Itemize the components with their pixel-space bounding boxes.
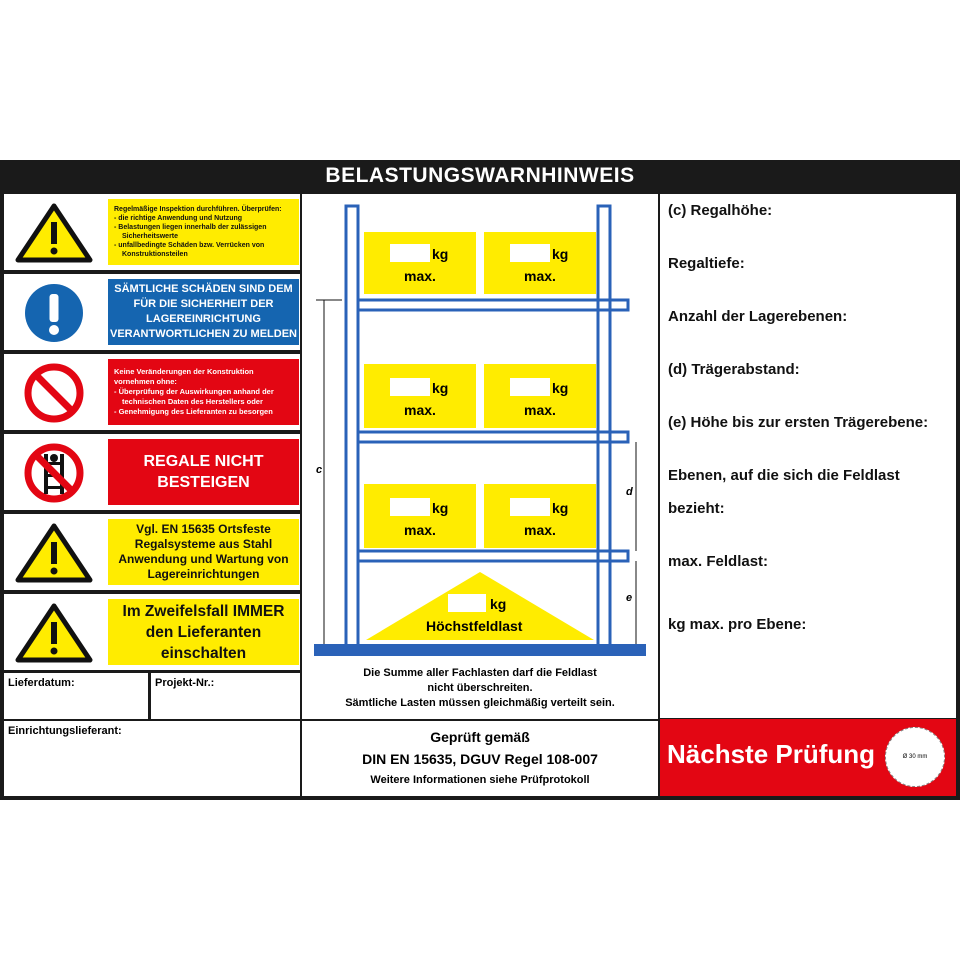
load-boxes bbox=[364, 232, 596, 640]
no-modification-box: Keine Veränderungen der Konstruktion vor… bbox=[108, 359, 299, 425]
next-inspection-label: Nächste Prüfung bbox=[667, 739, 876, 769]
spec-rack-height: (c) Regalhöhe: bbox=[668, 202, 773, 219]
beam-1 bbox=[356, 298, 630, 312]
beam-3 bbox=[356, 549, 630, 563]
standard-box: Vgl. EN 15635 Ortsfeste Regalsysteme aus… bbox=[108, 519, 299, 585]
spec-max-per-level: kg max. pro Ebene: bbox=[668, 616, 807, 633]
doubt-box: Im Zweifelsfall IMMER den Lieferanten ei… bbox=[108, 599, 299, 665]
damage-report-box: SÄMTLICHE SCHÄDEN SIND DEM FÜR DIE SICHE… bbox=[108, 279, 299, 345]
inspection-heading: Regelmäßige Inspektion durchführen. Über… bbox=[114, 206, 282, 213]
no-climbing-box: REGALE NICHT BESTEIGEN bbox=[108, 439, 299, 505]
mandatory-exclamation-icon bbox=[25, 284, 83, 342]
no-modification-row: Keine Veränderungen der Konstruktion vor… bbox=[4, 354, 300, 430]
warning-triangle-icon bbox=[15, 603, 93, 663]
max-label: max. bbox=[524, 522, 556, 538]
prohibition-icon bbox=[24, 363, 84, 423]
kg-label: kg bbox=[432, 246, 449, 262]
spec-beam-spacing: (d) Trägerabstand: bbox=[668, 361, 800, 378]
rack-specs: (c) Regalhöhe: Regaltiefe: Anzahl der La… bbox=[660, 194, 956, 718]
delivery-date-label: Lieferdatum: bbox=[8, 677, 75, 689]
dim-c-label: c bbox=[316, 464, 323, 476]
kg-label: kg bbox=[432, 500, 449, 516]
spec-rack-depth: Regaltiefe: bbox=[668, 255, 745, 272]
warning-triangle-icon bbox=[15, 523, 93, 583]
spec-field-load-levels: Ebenen, auf die sich die Feldlast bbox=[668, 467, 900, 484]
kg-label: kg bbox=[490, 596, 507, 612]
inspection-row: Regelmäßige Inspektion durchführen. Über… bbox=[4, 194, 300, 270]
max-label: max. bbox=[404, 402, 436, 418]
spec-levels: Anzahl der Lagerebenen: bbox=[668, 308, 848, 325]
no-modification-heading: Keine Veränderungen der Konstruktion vor… bbox=[114, 367, 254, 386]
project-number-label: Projekt-Nr.: bbox=[155, 677, 215, 689]
max-label: max. bbox=[404, 268, 436, 284]
max-label: max. bbox=[524, 268, 556, 284]
max-label: max. bbox=[404, 522, 436, 538]
right-upright bbox=[596, 204, 612, 648]
kg-label: kg bbox=[552, 246, 569, 262]
inspection-box: Regelmäßige Inspektion durchführen. Über… bbox=[108, 199, 299, 265]
inspection-standard: Geprüft gemäß DIN EN 15635, DGUV Regel 1… bbox=[302, 721, 658, 796]
spec-field-load-levels-cont: bezieht: bbox=[668, 500, 725, 517]
list-item: - Überprüfung der Auswirkungen anhand de… bbox=[114, 387, 274, 406]
supplier-label: Einrichtungslieferant: bbox=[8, 725, 122, 737]
next-inspection: Nächste Prüfung Ø 30 mm bbox=[660, 719, 956, 796]
checked-according-label: Geprüft gemäß bbox=[430, 729, 530, 745]
kg-label: kg bbox=[552, 380, 569, 396]
spec-max-field-load: max. Feldlast: bbox=[668, 553, 769, 570]
project-number-field[interactable]: Projekt-Nr.: bbox=[151, 673, 300, 719]
left-upright bbox=[344, 204, 360, 648]
no-climbing-row: REGALE NICHT BESTEIGEN bbox=[4, 434, 300, 510]
value-fields bbox=[390, 244, 550, 612]
load-box bbox=[484, 232, 596, 294]
load-note: Die Summe aller Fachlasten darf die Feld… bbox=[345, 667, 615, 709]
protocol-note: Weitere Informationen siehe Prüfprotokol… bbox=[370, 774, 590, 786]
list-item: - unfallbedingte Schäden bzw. Verrücken … bbox=[114, 242, 265, 258]
doubt-row: Im Zweifelsfall IMMER den Lieferanten ei… bbox=[4, 594, 300, 670]
dim-e-label: e bbox=[626, 592, 633, 604]
dim-d-label: d bbox=[626, 486, 633, 498]
rack-drawing bbox=[314, 204, 646, 656]
sign-title: BELASTUNGSWARNHINWEIS bbox=[325, 164, 635, 187]
load-warning-sign: BELASTUNGSWARNHINWEIS Regelmäßige Inspek… bbox=[0, 160, 960, 800]
delivery-date-field[interactable]: Lieferdatum: bbox=[4, 673, 148, 719]
list-item: - Belastungen liegen innerhalb der zuläs… bbox=[114, 224, 267, 240]
list-item: - die richtige Anwendung und Nutzung bbox=[114, 215, 243, 222]
floor bbox=[314, 644, 646, 656]
damage-report-row: SÄMTLICHE SCHÄDEN SIND DEM FÜR DIE SICHE… bbox=[4, 274, 300, 350]
standard-reference: DIN EN 15635, DGUV Regel 108-007 bbox=[362, 751, 598, 767]
kg-label: kg bbox=[432, 380, 449, 396]
max-label: max. bbox=[524, 402, 556, 418]
load-box bbox=[364, 232, 476, 294]
standard-row: Vgl. EN 15635 Ortsfeste Regalsysteme aus… bbox=[4, 514, 300, 590]
max-field-load-label: Höchstfeldlast bbox=[426, 618, 523, 634]
beam-2 bbox=[356, 430, 630, 444]
spec-first-beam-height: (e) Höhe bis zur ersten Trägerebene: bbox=[668, 414, 929, 431]
list-item: - Genehmigung des Lieferanten zu besorge… bbox=[114, 407, 273, 416]
rack-diagram: kg max. kg max. kg max. kg max. kg max. kg max… bbox=[302, 194, 658, 719]
kg-label: kg bbox=[552, 500, 569, 516]
inspection-sticker-area: Ø 30 mm bbox=[885, 727, 945, 787]
no-climbing-icon bbox=[24, 443, 84, 503]
supplier-field[interactable]: Einrichtungslieferant: bbox=[4, 721, 300, 796]
warning-triangle-icon bbox=[15, 203, 93, 263]
